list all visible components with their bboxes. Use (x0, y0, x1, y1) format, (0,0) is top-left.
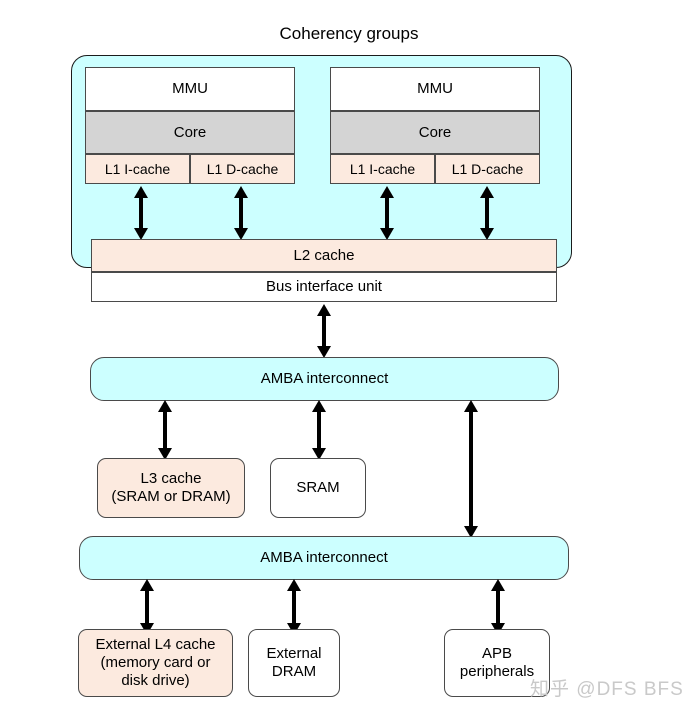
amba-interconnect-lower: AMBA interconnect (79, 536, 569, 580)
external-l4-cache-block: External L4 cache (memory card or disk d… (78, 629, 233, 697)
external-l4-label-line1: External L4 cache (95, 636, 216, 654)
arrow-l1-icache-2-to-l2 (380, 186, 394, 240)
arrow-l1-icache-1-to-l2 (134, 186, 148, 240)
watermark: 知乎 @DFS BFS (530, 679, 684, 700)
arrow-amba-lower-to-external-l4 (140, 579, 154, 635)
mmu-block-1: MMU (85, 67, 295, 111)
arrow-amba-upper-to-amba-lower (464, 400, 478, 538)
external-l4-label-line3: disk drive) (121, 671, 190, 689)
l1-dcache-block-2: L1 D-cache (435, 154, 540, 184)
external-dram-label-line2: DRAM (271, 663, 317, 680)
arrow-amba-upper-to-sram (312, 400, 326, 460)
l3-cache-label-line1: L3 cache (140, 470, 202, 488)
sram-block: SRAM (270, 458, 366, 518)
arrow-amba-lower-to-apb-peripherals (491, 579, 505, 635)
bus-interface-unit-block: Bus interface unit (91, 272, 557, 302)
external-l4-label-line2: (memory card or (100, 654, 211, 672)
arrow-l1-dcache-1-to-l2 (234, 186, 248, 240)
l1-dcache-block-1: L1 D-cache (190, 154, 295, 184)
apb-peripherals-label-line2: peripherals (459, 663, 535, 680)
page-title: Coherency groups (279, 24, 419, 43)
l3-cache-block: L3 cache (SRAM or DRAM) (97, 458, 245, 518)
l2-cache-block: L2 cache (91, 239, 557, 272)
core-block-2: Core (330, 111, 540, 154)
arrow-l1-dcache-2-to-l2 (480, 186, 494, 240)
l1-icache-block-2: L1 I-cache (330, 154, 435, 184)
l3-cache-label-line2: (SRAM or DRAM) (111, 488, 231, 505)
arrow-biu-to-amba-upper (317, 304, 331, 358)
l1-icache-block-1: L1 I-cache (85, 154, 190, 184)
external-dram-block: External DRAM (248, 629, 340, 697)
apb-peripherals-label-line1: APB (481, 645, 512, 663)
amba-interconnect-upper: AMBA interconnect (90, 357, 559, 401)
arrow-amba-lower-to-external-dram (287, 579, 301, 635)
external-dram-label-line1: External (266, 645, 322, 663)
core-block-1: Core (85, 111, 295, 154)
arrow-amba-upper-to-l3-cache (158, 400, 172, 460)
mmu-block-2: MMU (330, 67, 540, 111)
